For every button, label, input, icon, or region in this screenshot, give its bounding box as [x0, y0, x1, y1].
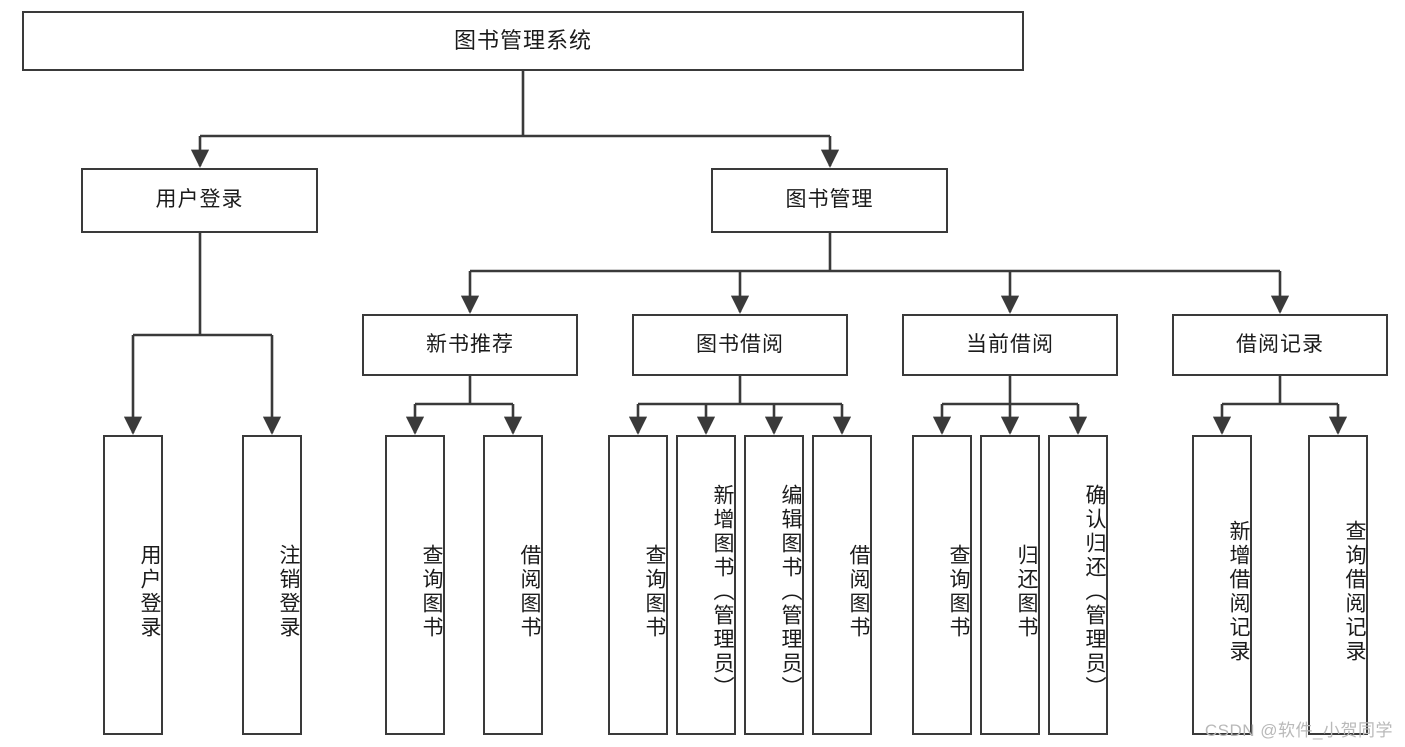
- leaf-label: 查询图书: [643, 544, 666, 640]
- leaf-new-book-recommend-0[interactable]: 查询图书: [385, 435, 445, 735]
- leaf-label: 新增借阅记录: [1227, 520, 1250, 664]
- leaf-label: 查询图书: [420, 544, 443, 640]
- leaf-new-book-recommend-1[interactable]: 借阅图书: [483, 435, 543, 735]
- node-root[interactable]: 图书管理系统: [22, 11, 1024, 71]
- leaf-label: 用户登录: [138, 544, 161, 640]
- leaf-book-borrow-2[interactable]: 编辑图书（管理员）: [744, 435, 804, 735]
- node-book-manage-label: 图书管理: [785, 188, 874, 212]
- leaf-borrow-record-0[interactable]: 新增借阅记录: [1192, 435, 1252, 735]
- leaf-current-borrow-2[interactable]: 确认归还（管理员）: [1048, 435, 1108, 735]
- node-new-book-recommend[interactable]: 新书推荐: [362, 314, 578, 376]
- leaf-label: 注销登录: [277, 544, 300, 640]
- leaf-user-login-0[interactable]: 用户登录: [103, 435, 163, 735]
- node-current-borrow[interactable]: 当前借阅: [902, 314, 1118, 376]
- leaf-current-borrow-1[interactable]: 归还图书: [980, 435, 1040, 735]
- leaf-label: 确认归还（管理员）: [1083, 484, 1106, 700]
- node-root-label: 图书管理系统: [453, 28, 592, 54]
- node-book-manage[interactable]: 图书管理: [711, 168, 948, 233]
- node-book-borrow-label: 图书借阅: [696, 332, 784, 356]
- node-user-login[interactable]: 用户登录: [81, 168, 318, 233]
- leaf-label: 借阅图书: [518, 544, 541, 640]
- node-book-borrow[interactable]: 图书借阅: [632, 314, 848, 376]
- node-user-login-label: 用户登录: [155, 188, 244, 212]
- node-current-borrow-label: 当前借阅: [966, 332, 1054, 356]
- leaf-label: 编辑图书（管理员）: [779, 484, 802, 700]
- leaf-current-borrow-0[interactable]: 查询图书: [912, 435, 972, 735]
- node-new-book-recommend-label: 新书推荐: [426, 332, 514, 356]
- node-borrow-record[interactable]: 借阅记录: [1172, 314, 1388, 376]
- node-borrow-record-label: 借阅记录: [1236, 332, 1324, 356]
- leaf-label: 归还图书: [1015, 544, 1038, 640]
- leaf-book-borrow-1[interactable]: 新增图书（管理员）: [676, 435, 736, 735]
- leaf-label: 查询借阅记录: [1343, 520, 1366, 664]
- leaf-user-login-1[interactable]: 注销登录: [242, 435, 302, 735]
- leaf-borrow-record-1[interactable]: 查询借阅记录: [1308, 435, 1368, 735]
- leaf-book-borrow-0[interactable]: 查询图书: [608, 435, 668, 735]
- leaf-label: 新增图书（管理员）: [711, 484, 734, 700]
- leaf-book-borrow-3[interactable]: 借阅图书: [812, 435, 872, 735]
- leaf-label: 查询图书: [947, 544, 970, 640]
- leaf-label: 借阅图书: [847, 544, 870, 640]
